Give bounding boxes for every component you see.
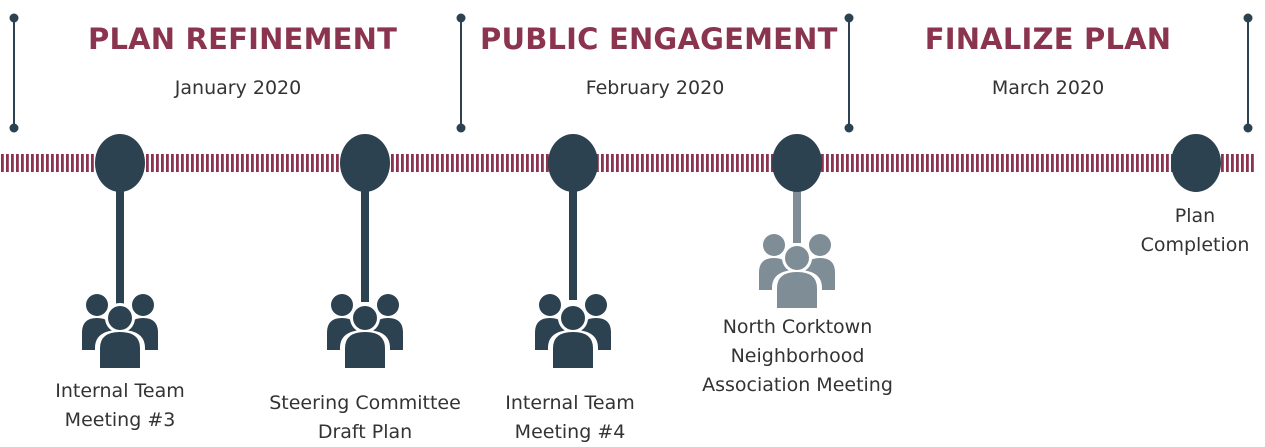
phase-divider-top-dot (844, 13, 854, 23)
phase-divider-3 (844, 13, 854, 133)
milestone-label-internal-team-meeting-3: Internal Team Meeting #3 (55, 380, 185, 431)
milestone-node-3 (548, 134, 598, 192)
person-center (553, 306, 593, 368)
person-head (585, 294, 607, 316)
timeline-tick-marks (1, 154, 1254, 172)
person-center (345, 306, 385, 368)
person-head (353, 306, 377, 330)
person-center (777, 246, 817, 308)
phase-divider-top-dot (1243, 13, 1253, 23)
milestone-icons (82, 234, 835, 369)
person-head (763, 234, 785, 256)
person-head (785, 246, 809, 270)
people-group-icon (535, 294, 611, 369)
person-head (132, 294, 154, 316)
milestone-label-steering-committee-draft-plan: Steering Committee Draft Plan (269, 392, 461, 443)
milestone-node-2 (340, 134, 390, 192)
people-group-icon (327, 294, 403, 369)
person-body (345, 332, 385, 368)
milestone-label-north-corktown-meeting: North Corktown Neighborhood Association … (702, 316, 893, 396)
milestone-stem-1 (116, 180, 124, 305)
phase-dividers (9, 13, 1253, 133)
milestone-stem-3 (569, 180, 577, 300)
milestone-stems (116, 180, 801, 305)
milestone-node-1 (95, 134, 145, 192)
phase-divider-bottom-dot (9, 123, 19, 133)
person-body (777, 272, 817, 308)
phase-date-finalize-plan: March 2020 (991, 77, 1105, 99)
person-head (331, 294, 353, 316)
phase-divider-4 (1243, 13, 1253, 133)
person-head (809, 234, 831, 256)
phase-divider-bottom-dot (1243, 123, 1253, 133)
milestone-stem-4 (793, 180, 801, 243)
timeline-track (1, 154, 1254, 172)
phase-date-plan-refinement: January 2020 (174, 77, 302, 99)
phase-divider-bottom-dot (844, 123, 854, 133)
phase-divider-1 (9, 13, 19, 133)
phase-title-plan-refinement: PLAN REFINEMENT (88, 22, 398, 56)
phase-divider-top-dot (456, 13, 466, 23)
phase-date-public-engagement: February 2020 (585, 77, 725, 99)
milestone-label-internal-team-meeting-4: Internal Team Meeting #4 (505, 392, 635, 443)
milestone-label-plan-completion: Plan Completion (1140, 205, 1250, 256)
phase-divider-2 (456, 13, 466, 133)
phase-divider-top-dot (9, 13, 19, 23)
person-center (100, 306, 140, 368)
person-head (561, 306, 585, 330)
person-body (553, 332, 593, 368)
milestone-node-5 (1171, 134, 1221, 192)
phase-title-finalize-plan: FINALIZE PLAN (924, 22, 1172, 56)
person-body (100, 332, 140, 368)
people-group-icon (759, 234, 835, 309)
person-head (86, 294, 108, 316)
people-group-icon (82, 294, 158, 369)
milestone-nodes (95, 134, 1221, 192)
person-head (539, 294, 561, 316)
person-head (377, 294, 399, 316)
phase-title-public-engagement: PUBLIC ENGAGEMENT (480, 22, 838, 56)
milestone-stem-2 (361, 180, 369, 302)
person-head (108, 306, 132, 330)
milestone-node-4 (772, 134, 822, 192)
phase-divider-bottom-dot (456, 123, 466, 133)
